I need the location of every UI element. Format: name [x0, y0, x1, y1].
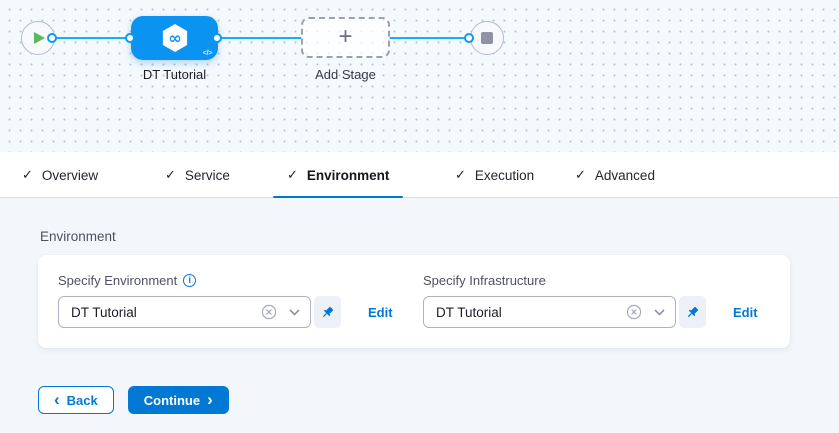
code-icon: </>: [202, 48, 213, 57]
pipeline-edge: [389, 37, 471, 39]
cd-hexagon-infinity-icon: ∞: [162, 24, 187, 52]
connector-port: [125, 33, 135, 43]
plus-icon: +: [338, 22, 353, 50]
tab-label: Advanced: [594, 167, 655, 183]
infrastructure-select-input[interactable]: [423, 296, 676, 328]
tab-overview[interactable]: ✓ Overview: [8, 152, 112, 198]
stage-node-dt-tutorial[interactable]: ∞ </>: [131, 16, 218, 60]
environment-tab-panel: Environment Specify Environment i: [0, 198, 839, 433]
connector-port: [47, 33, 57, 43]
svg-text:∞: ∞: [168, 29, 181, 48]
environment-card: Specify Environment i: [38, 255, 790, 348]
pin-runtime-input-button[interactable]: [314, 296, 341, 328]
stage-node-label: DT Tutorial: [142, 67, 207, 82]
back-button[interactable]: ‹ Back: [38, 386, 114, 414]
tab-label: Service: [184, 167, 230, 183]
specify-environment-group: Specify Environment i: [58, 273, 393, 328]
chevron-right-icon: ›: [207, 389, 213, 409]
pipeline-edge: [217, 37, 302, 39]
tab-environment[interactable]: ✓ Environment: [273, 152, 404, 198]
chevron-down-icon[interactable]: [654, 309, 665, 316]
edit-environment-link[interactable]: Edit: [368, 304, 393, 320]
environment-field-label: Specify Environment: [58, 273, 178, 288]
connector-port: [212, 33, 222, 43]
clear-icon[interactable]: [261, 304, 277, 320]
tab-advanced[interactable]: ✓ Advanced: [561, 152, 669, 198]
edit-infrastructure-link[interactable]: Edit: [733, 304, 758, 320]
pin-icon: [688, 306, 699, 317]
section-title: Environment: [40, 229, 116, 244]
check-icon: ✓: [455, 167, 466, 182]
pipeline-canvas[interactable]: ∞ </> DT Tutorial + Add Stage: [0, 0, 839, 152]
connector-port: [464, 33, 474, 43]
chevron-left-icon: ‹: [54, 389, 60, 409]
continue-button[interactable]: Continue ›: [127, 386, 229, 414]
pipeline-end-node: [470, 21, 504, 55]
tab-label: Overview: [41, 167, 99, 183]
play-icon: [34, 32, 45, 44]
tab-service[interactable]: ✓ Service: [151, 152, 244, 198]
check-icon: ✓: [575, 167, 586, 182]
tab-execution[interactable]: ✓ Execution: [441, 152, 548, 198]
add-stage-node[interactable]: +: [301, 17, 390, 58]
wizard-footer: ‹ Back Continue ›: [38, 386, 229, 414]
info-icon[interactable]: i: [183, 274, 197, 287]
stop-icon: [481, 32, 493, 44]
add-stage-label: Add Stage: [315, 67, 376, 82]
pin-runtime-input-button[interactable]: [679, 296, 706, 328]
check-icon: ✓: [287, 167, 298, 182]
pin-icon: [323, 306, 334, 317]
check-icon: ✓: [165, 167, 176, 182]
clear-icon[interactable]: [626, 304, 642, 320]
tab-label: Environment: [306, 167, 390, 183]
tab-label: Execution: [474, 167, 535, 183]
chevron-down-icon[interactable]: [289, 309, 300, 316]
stage-config-tabbar: ✓ Overview ✓ Service ✓ Environment ✓ Exe…: [0, 152, 839, 198]
infrastructure-field-label: Specify Infrastructure: [423, 273, 546, 288]
check-icon: ✓: [22, 167, 33, 182]
specify-infrastructure-group: Specify Infrastructure: [423, 273, 758, 328]
pipeline-edge: [52, 37, 132, 39]
